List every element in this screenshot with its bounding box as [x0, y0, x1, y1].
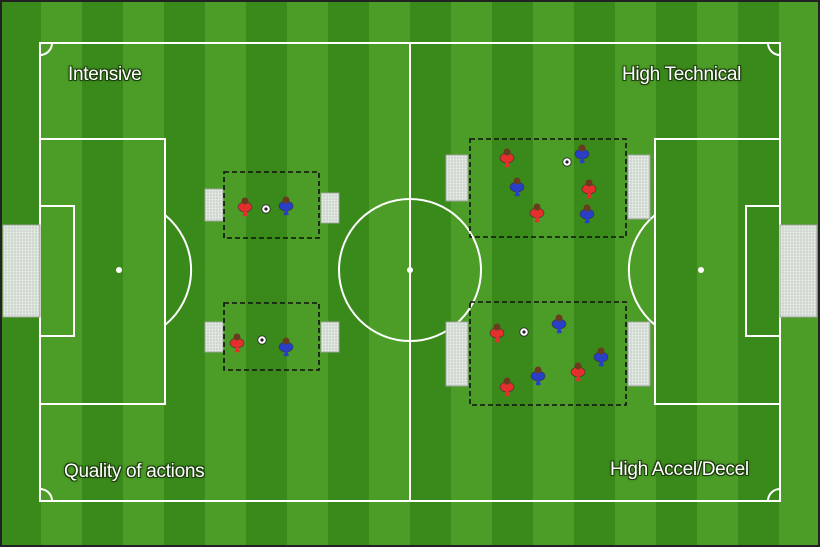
- drill-top-right-3v3: [445, 138, 651, 238]
- drill-grid-border: [469, 138, 627, 238]
- drill-bottom-right-3v3: [445, 301, 651, 406]
- player-blue: [278, 337, 294, 357]
- grass-stripe: [328, 0, 369, 547]
- left-penalty-arc: [164, 214, 193, 326]
- mini-goal: [445, 154, 469, 202]
- grass-stripe: [738, 0, 779, 547]
- centre-spot: [407, 267, 413, 273]
- full-size-goals: [2, 224, 818, 318]
- mini-goal: [627, 321, 651, 387]
- right-goal: [779, 224, 818, 318]
- right-penalty-arc: [627, 214, 656, 326]
- mini-goal: [627, 154, 651, 220]
- player-blue: [579, 204, 595, 224]
- player-red: [529, 203, 545, 223]
- drill-bottom-left-1v1: [204, 302, 340, 371]
- ball: [562, 157, 572, 167]
- grass-stripe: [82, 0, 123, 547]
- player-red: [229, 333, 245, 353]
- ball: [257, 335, 267, 345]
- grass-stripe: [410, 0, 451, 547]
- grass-stripe: [451, 0, 492, 547]
- player-red: [489, 323, 505, 343]
- mini-goal: [445, 321, 469, 387]
- player-red: [237, 197, 253, 217]
- mini-goal: [204, 188, 224, 222]
- drill-grid-border: [223, 302, 320, 371]
- corner-arc-tl: [39, 42, 53, 56]
- label-high-technical: High Technical: [622, 64, 742, 85]
- grass-stripe: [164, 0, 205, 547]
- left-goal: [2, 224, 41, 318]
- grass-stripe: [287, 0, 328, 547]
- grass-stripe: [615, 0, 656, 547]
- player-blue: [278, 196, 294, 216]
- corner-arc-br: [767, 488, 781, 502]
- grass-stripe: [246, 0, 287, 547]
- player-red: [499, 377, 515, 397]
- grass-stripe: [533, 0, 574, 547]
- grass-stripe: [41, 0, 82, 547]
- mini-goal: [204, 321, 224, 353]
- drill-areas: [204, 138, 651, 406]
- player-red: [499, 148, 515, 168]
- drill-grid-border: [223, 171, 320, 239]
- corner-arc-bl: [39, 488, 53, 502]
- player-red: [570, 362, 586, 382]
- centre-circle: [338, 198, 482, 342]
- grass-stripe: [369, 0, 410, 547]
- drill-top-left-1v1: [204, 171, 340, 239]
- label-quality-of-actions: Quality of actions: [64, 461, 205, 482]
- right-penalty-spot: [698, 267, 704, 273]
- grass-stripe: [656, 0, 697, 547]
- left-penalty-spot: [116, 267, 122, 273]
- corner-arc-tr: [767, 42, 781, 56]
- grass-stripe: [123, 0, 164, 547]
- player-blue: [530, 366, 546, 386]
- ball: [261, 204, 271, 214]
- mini-goal: [320, 321, 340, 353]
- ball: [519, 327, 529, 337]
- player-blue: [509, 177, 525, 197]
- mini-goal: [320, 192, 340, 224]
- label-intensive: Intensive: [68, 64, 142, 85]
- player-blue: [593, 347, 609, 367]
- drill-grid-border: [469, 301, 627, 406]
- pitch-spots: [116, 267, 704, 273]
- player-blue: [574, 144, 590, 164]
- grass-stripe: [574, 0, 615, 547]
- player-red: [581, 179, 597, 199]
- grass-stripe: [697, 0, 738, 547]
- label-high-accel-decel: High Accel/Decel: [610, 459, 749, 480]
- player-blue: [551, 314, 567, 334]
- grass-stripe: [492, 0, 533, 547]
- grass-stripe: [205, 0, 246, 547]
